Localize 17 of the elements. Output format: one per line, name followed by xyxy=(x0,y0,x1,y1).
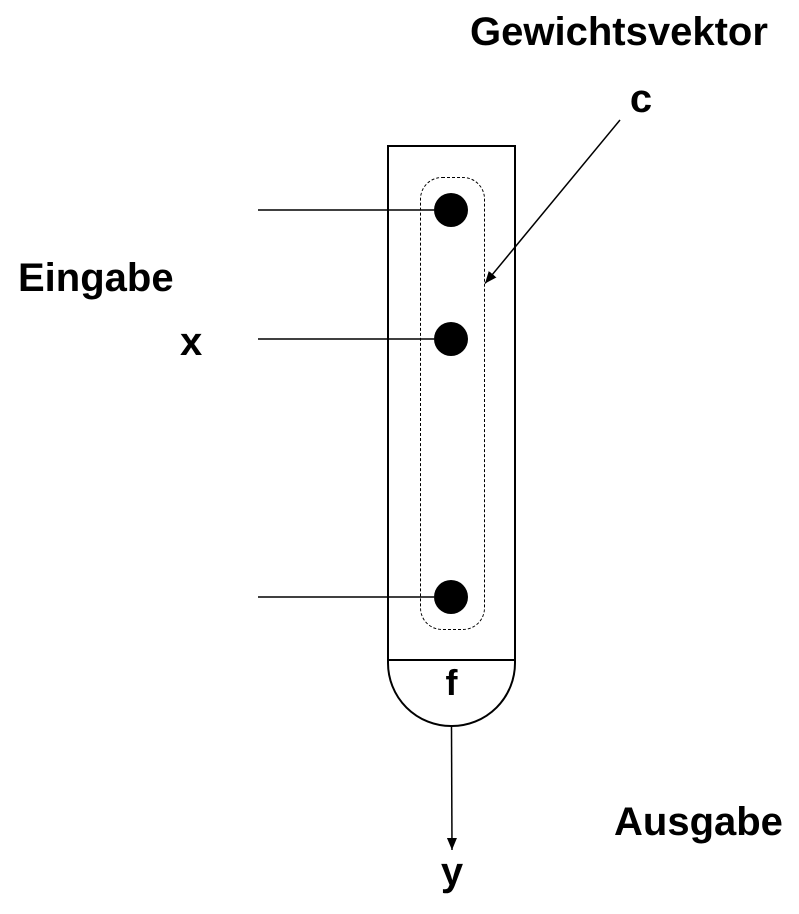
input-line xyxy=(258,209,434,211)
text-label: y xyxy=(432,850,472,894)
input-node-dot xyxy=(434,192,468,226)
text-label: Gewichtsvektor xyxy=(470,12,768,52)
text-label: Eingabe xyxy=(18,258,174,298)
text-label: x xyxy=(180,322,202,362)
arrow xyxy=(446,727,457,850)
text-label: c xyxy=(620,78,662,120)
input-line xyxy=(258,338,434,340)
arrow xyxy=(484,120,621,284)
neuron-box xyxy=(387,145,516,661)
text-label: Ausgabe xyxy=(614,802,783,842)
activation-function-box: f xyxy=(387,659,516,727)
input-node-dot xyxy=(434,580,468,614)
input-line xyxy=(258,596,434,598)
input-node-dot xyxy=(434,322,468,356)
weight-group-box xyxy=(420,177,485,630)
